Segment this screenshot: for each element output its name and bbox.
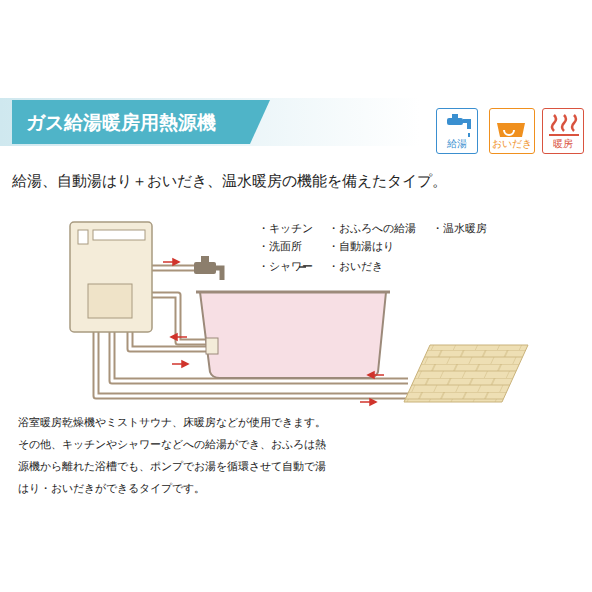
use-item: ・おいだき <box>328 259 383 274</box>
icon-symbol <box>543 109 585 141</box>
icon-symbol <box>437 109 479 141</box>
bathtub <box>200 292 386 378</box>
title-text: ガス給湯暖房用熱源機 <box>26 110 216 136</box>
title-band <box>12 100 270 144</box>
icon-label: おいだき <box>490 137 534 151</box>
heating-icon: 暖房 <box>542 108 584 154</box>
use-item: ・温水暖房 <box>432 221 487 236</box>
reheat-icon: おいだき <box>489 108 535 154</box>
hot-water-icon: 給湯 <box>436 108 478 154</box>
use-item: ・おふろへの給湯 <box>328 221 416 236</box>
icon-symbol <box>490 109 532 141</box>
icon-label: 給湯 <box>437 137 477 151</box>
header-band <box>0 98 420 146</box>
use-item: ・洗面所 <box>258 239 302 254</box>
use-item: ・自動湯はり <box>328 239 394 254</box>
icon-label: 暖房 <box>543 137 583 151</box>
heat-source-unit <box>70 222 152 332</box>
subtitle: 給湯、自動湯はり＋おいだき、温水暖房の機能を備えたタイプ。 <box>12 172 447 191</box>
flow-arrows <box>163 259 384 405</box>
floor-heating-panel <box>404 345 528 402</box>
use-item: ・シャワー <box>258 259 313 274</box>
faucet <box>194 256 222 280</box>
use-item: ・キッチン <box>258 221 313 236</box>
description-text: 浴室暖房乾燥機やミストサウナ、床暖房などが使用できます。その他、キッチンやシャワ… <box>18 412 330 500</box>
